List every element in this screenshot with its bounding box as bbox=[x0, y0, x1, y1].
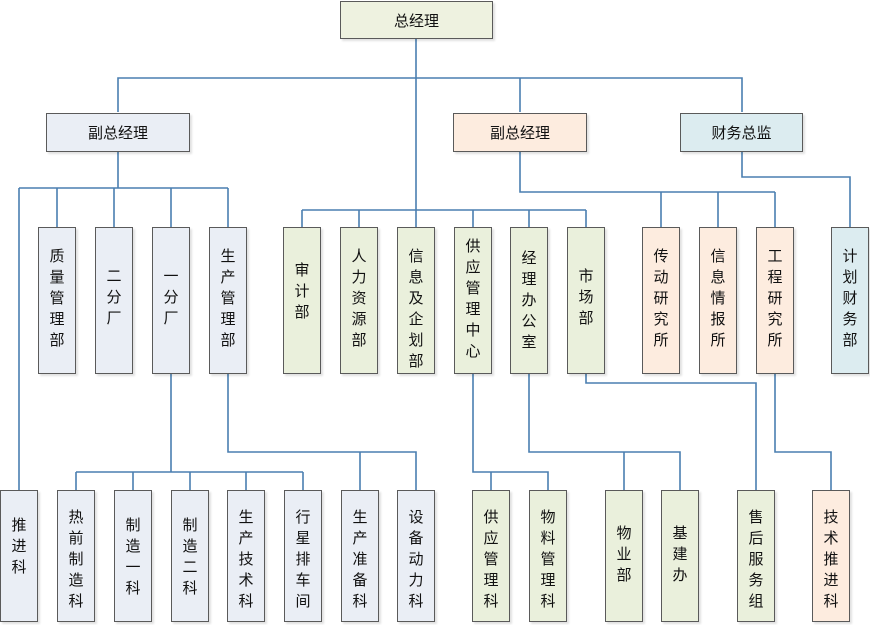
node-material-mgmt-section: 物料管理科 bbox=[529, 490, 567, 622]
node-property-dept: 物业部 bbox=[605, 490, 643, 622]
node-equip-power-section: 设备动力科 bbox=[397, 490, 435, 622]
node-info-intel-institute: 信息情报所 bbox=[699, 227, 737, 374]
node-factory-1: 一分厂 bbox=[152, 227, 190, 374]
node-mfg-section-2: 制造二科 bbox=[171, 490, 209, 622]
node-prod-tech-section: 生产技术科 bbox=[227, 490, 265, 622]
node-factory-2: 二分厂 bbox=[95, 227, 133, 374]
node-heat-front-section: 热前制造科 bbox=[57, 490, 95, 622]
node-market-dept: 市场部 bbox=[567, 227, 605, 374]
node-supply-mgmt-section: 供应管理科 bbox=[472, 490, 510, 622]
node-vice-gm-1: 副总经理 bbox=[46, 113, 190, 152]
node-engineering-institute: 工程研究所 bbox=[756, 227, 794, 374]
node-propulsion-section: 推进科 bbox=[0, 490, 38, 622]
node-after-sales-group: 售后服务组 bbox=[737, 490, 775, 622]
node-production-dept: 生产管理部 bbox=[209, 227, 247, 374]
node-manager-office: 经理办公室 bbox=[510, 227, 548, 374]
node-transmission-institute: 传动研究所 bbox=[642, 227, 680, 374]
node-hr-dept: 人力资源部 bbox=[340, 227, 378, 374]
node-info-planning-dept: 信息及企划部 bbox=[397, 227, 435, 374]
node-mfg-section-1: 制造一科 bbox=[114, 490, 152, 622]
node-construction-office: 基建办 bbox=[661, 490, 699, 622]
node-cfo: 财务总监 bbox=[680, 113, 803, 152]
node-planetary-workshop: 行星排车间 bbox=[284, 490, 322, 622]
node-planning-finance-dept: 计划财务部 bbox=[831, 227, 869, 374]
node-vice-gm-2: 副总经理 bbox=[453, 113, 587, 152]
node-prod-prep-section: 生产准备科 bbox=[341, 490, 379, 622]
node-supply-center: 供应管理中心 bbox=[454, 227, 492, 374]
node-quality-dept: 质量管理部 bbox=[38, 227, 76, 374]
node-audit-dept: 审计部 bbox=[283, 227, 321, 374]
node-tech-promo-section: 技术推进科 bbox=[812, 490, 850, 622]
node-general-manager: 总经理 bbox=[340, 1, 493, 39]
